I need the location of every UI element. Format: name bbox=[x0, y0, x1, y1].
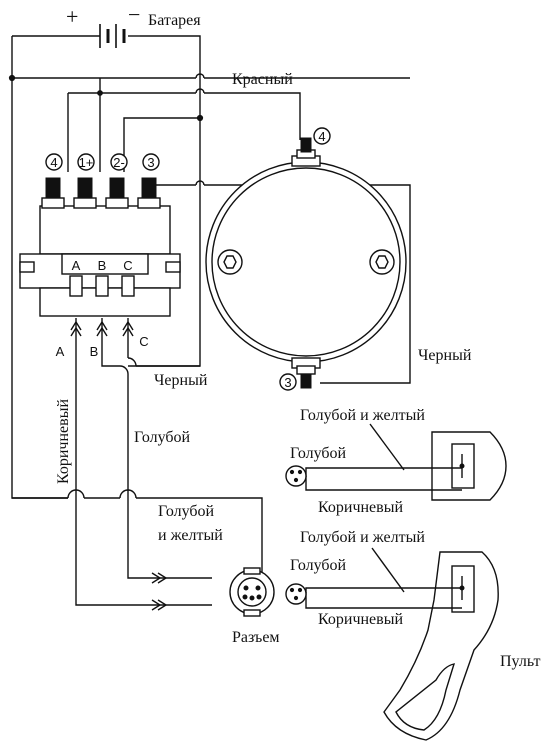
motor: 4 3 bbox=[205, 127, 407, 391]
motor-terminal-label-bottom: 3 bbox=[284, 375, 291, 390]
solenoid-terminal-label: 4 bbox=[50, 155, 57, 170]
remote-top-detail: Голубой и желтый Голубой Коричневый bbox=[285, 407, 507, 516]
label-black-right: Черный bbox=[418, 347, 472, 364]
remote-top-label-brown: Коричневый bbox=[318, 499, 403, 516]
label-red: Красный bbox=[232, 71, 293, 88]
remote-bottom-label-blue: Голубой bbox=[290, 557, 347, 574]
solenoid-terminal-label: 3 bbox=[147, 155, 154, 170]
wire-blue-yellow bbox=[136, 497, 263, 572]
label-blue: Голубой bbox=[134, 429, 191, 446]
solenoid-terminal-posts bbox=[41, 177, 161, 209]
wire-blue bbox=[127, 374, 212, 579]
remote-handset bbox=[383, 551, 499, 741]
battery-label: Батарея bbox=[148, 12, 201, 29]
connector-label: Разъем bbox=[232, 629, 280, 646]
socket-label-c: C bbox=[123, 258, 132, 273]
solenoid-terminal-label: 1+ bbox=[79, 155, 94, 170]
label-black-left: Черный bbox=[154, 372, 208, 389]
socket-label-a: A bbox=[72, 258, 81, 273]
motor-terminal-label-top: 4 bbox=[318, 129, 325, 144]
connector: Разъем bbox=[229, 567, 280, 646]
solenoid-terminal-label: 2- bbox=[113, 155, 125, 170]
solenoid-body bbox=[39, 205, 171, 255]
label-blue-yellow-2: и желтый bbox=[158, 527, 223, 544]
remote-top-label-blue: Голубой bbox=[290, 445, 347, 462]
label-brown: Коричневый bbox=[55, 399, 72, 484]
wire-tag-a: A bbox=[56, 344, 65, 359]
remote-top-plug bbox=[285, 465, 307, 487]
wire-brown bbox=[75, 318, 212, 606]
battery-plus-sign: + bbox=[66, 4, 78, 29]
remote-top-label-blue-yellow: Голубой и желтый bbox=[300, 407, 425, 424]
remote-label: Пульт bbox=[500, 653, 541, 670]
remote-bottom-plug bbox=[285, 583, 307, 605]
remote-bottom-label-brown: Коричневый bbox=[318, 611, 403, 628]
remote-bottom-detail: Голубой и желтый Голубой Коричневый Пуль… bbox=[285, 529, 541, 741]
socket-label-b: B bbox=[98, 258, 107, 273]
wire-tag-c: C bbox=[139, 334, 148, 349]
solenoid: 4 1+ 2- 3 A B C A B C bbox=[19, 153, 181, 359]
remote-bottom-label-blue-yellow: Голубой и желтый bbox=[300, 529, 425, 546]
battery-minus-sign: − bbox=[128, 2, 140, 27]
wire-tag-b: B bbox=[90, 344, 99, 359]
battery: + − Батарея bbox=[12, 2, 201, 48]
wire-red bbox=[204, 92, 301, 140]
label-blue-yellow-1: Голубой bbox=[158, 503, 215, 520]
wires bbox=[8, 35, 411, 611]
